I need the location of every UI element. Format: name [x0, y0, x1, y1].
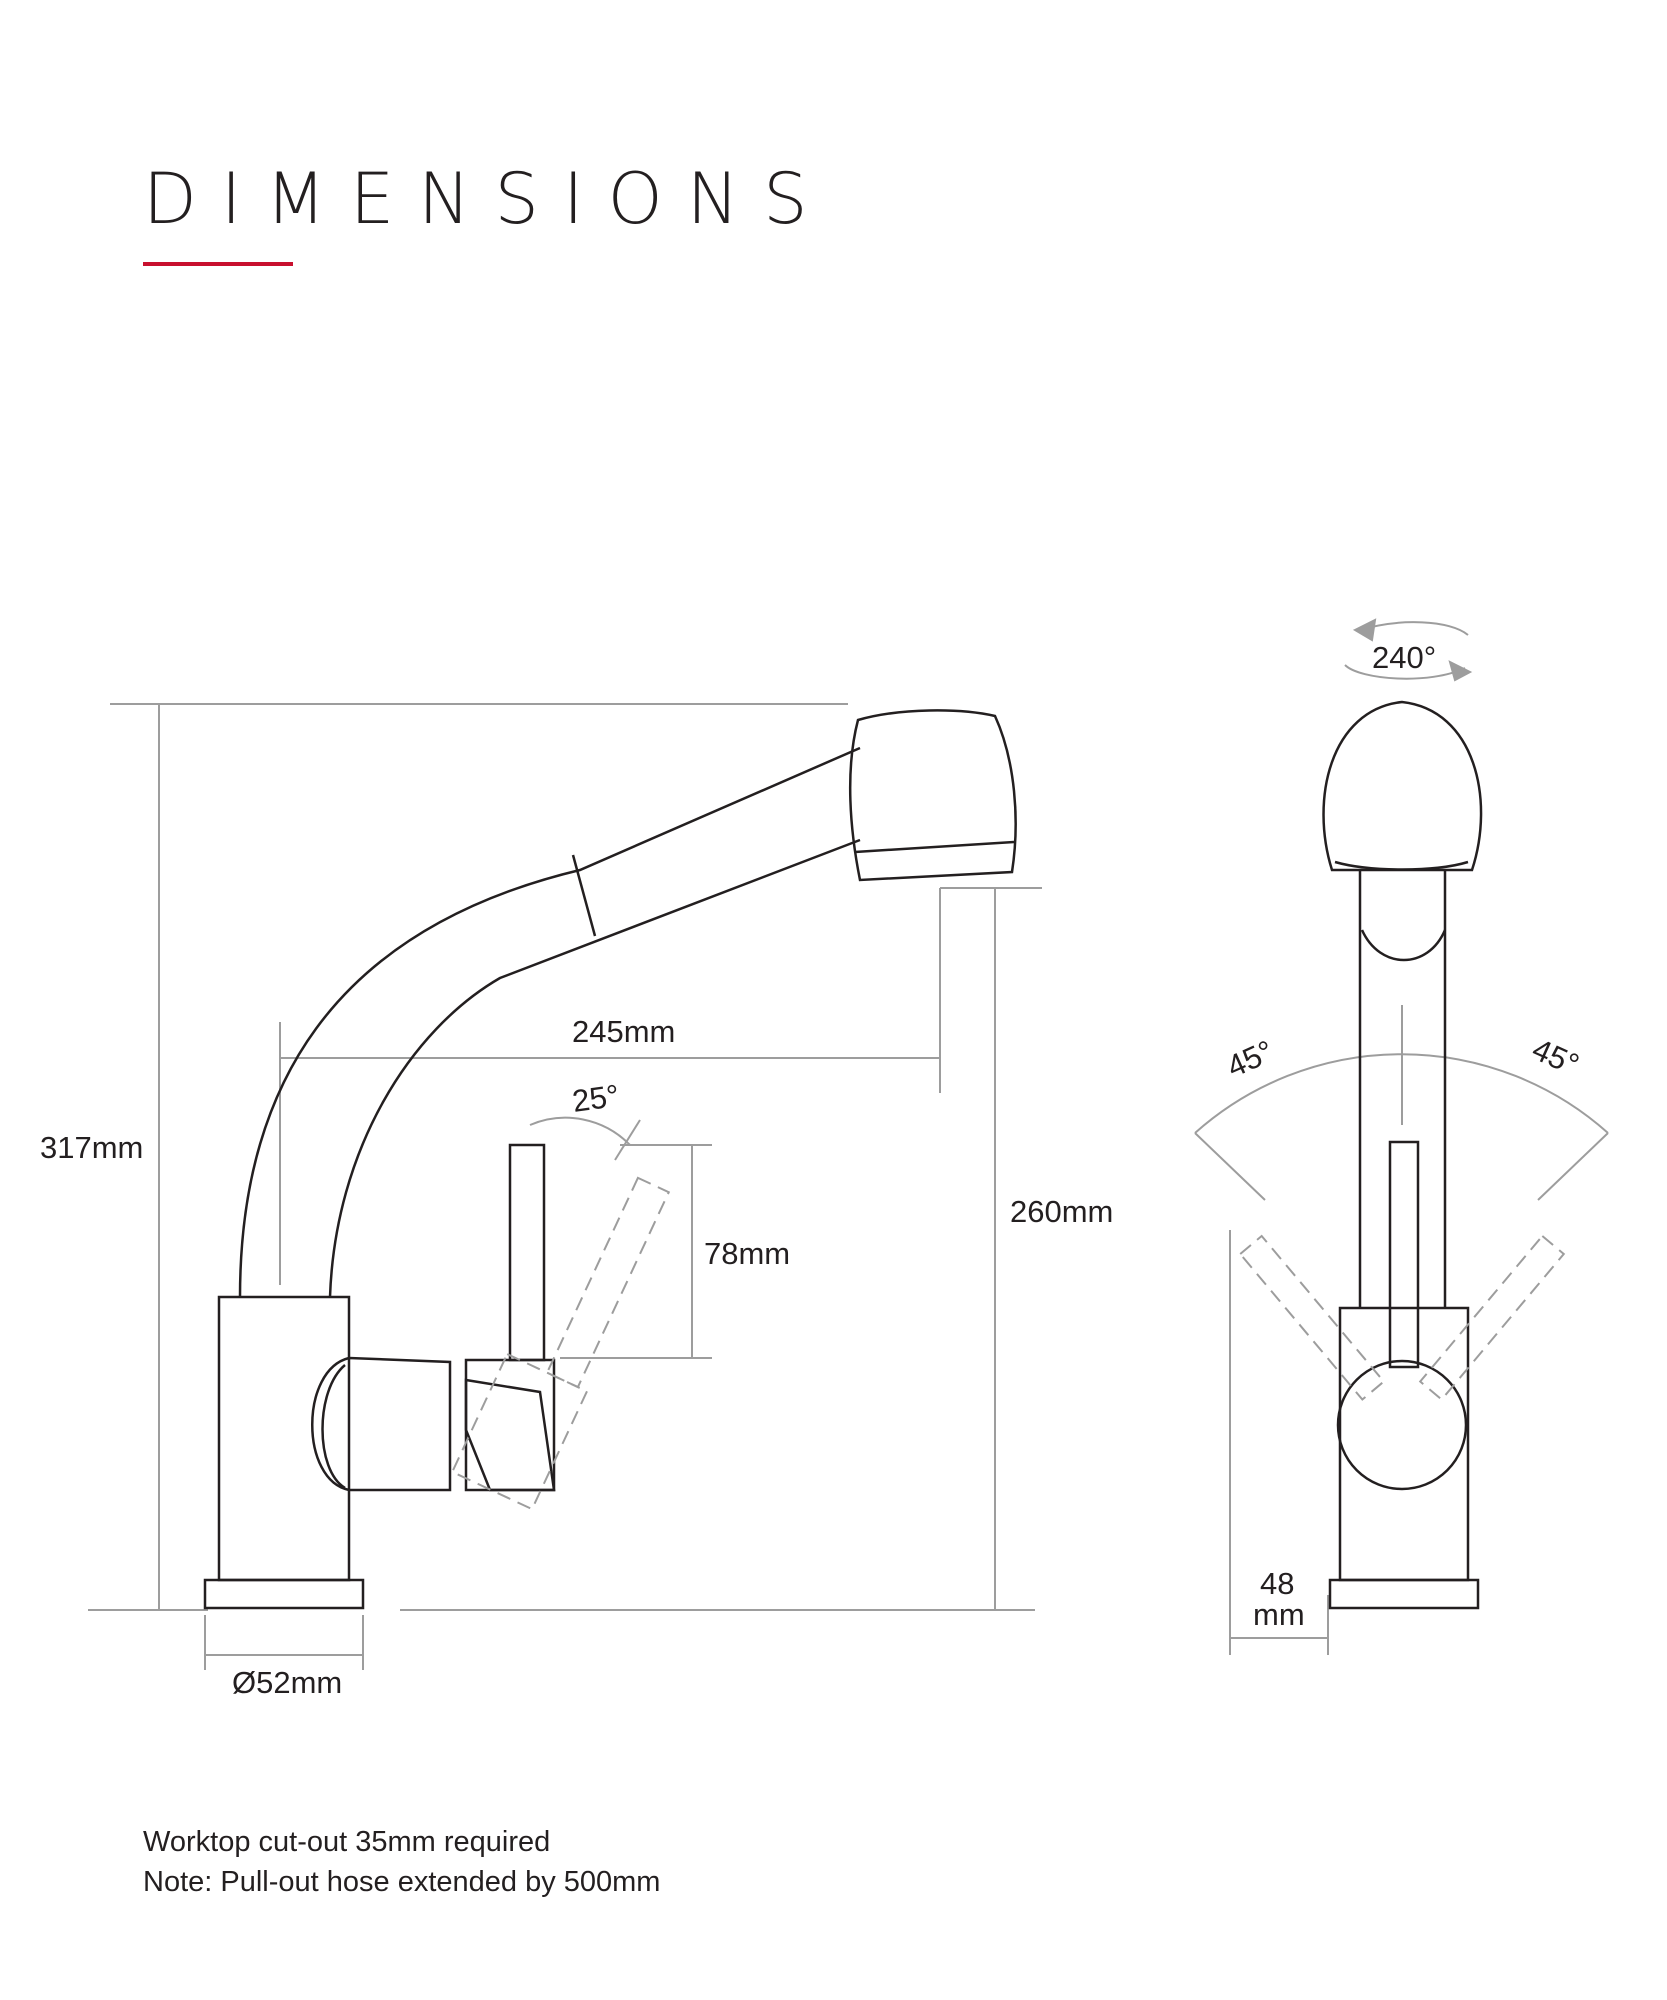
spray-head-band [854, 840, 1015, 854]
lever-housing [464, 1358, 556, 1492]
lever-tilted-outline [450, 1176, 671, 1511]
lever-angle-label: 25° [570, 1078, 621, 1119]
lever-hub [311, 1356, 452, 1492]
side-view-dimension-lines [88, 703, 1042, 1670]
base-plate [203, 1578, 365, 1610]
lever-side-angle-left-label: 45° [1222, 1033, 1279, 1084]
spout-height-label: 260mm [1010, 1194, 1113, 1229]
notes: Worktop cut-out 35mm required Note: Pull… [143, 1822, 660, 1902]
swing-ray-left [1194, 1132, 1266, 1201]
total-height-label: 317mm [40, 1130, 143, 1165]
spout-reach-label: 245mm [572, 1014, 675, 1049]
front-lever-handle [1388, 1140, 1420, 1369]
spout-outer-curve [238, 746, 861, 1298]
base-diameter-label: Ø52mm [232, 1665, 342, 1700]
lever-height-label: 78mm [704, 1236, 790, 1271]
title-accent-rule [143, 262, 293, 266]
front-base-width-value: 48 [1260, 1566, 1294, 1601]
front-neck-ring [1360, 929, 1447, 962]
swivel-arrow-head-left [1352, 618, 1377, 642]
lever-angle-arc [529, 1116, 631, 1146]
page-title: DIMENSIONS [143, 158, 832, 240]
swing-ray-right [1537, 1132, 1609, 1201]
lever-angle-ray [614, 1119, 641, 1161]
tap-body [217, 1295, 351, 1582]
front-spray-head [1322, 700, 1483, 872]
note-cutout: Worktop cut-out 35mm required [143, 1826, 551, 1858]
note-hose: Note: Pull-out hose extended by 500mm [143, 1866, 661, 1898]
front-lever-knob [1336, 1359, 1468, 1491]
front-base-plate [1328, 1578, 1480, 1610]
front-view-tap [1322, 700, 1483, 1610]
lever-cam [464, 1378, 556, 1492]
lever-swing-arc [1194, 1053, 1609, 1134]
front-lever-tilted-outline [1238, 1234, 1566, 1401]
spray-head [848, 709, 1017, 882]
lever-side-angle-right-label: 45° [1527, 1031, 1584, 1082]
hub-curve [321, 1364, 346, 1490]
spout-inner-curve [328, 838, 861, 1298]
swivel-arrow-top [1359, 621, 1469, 636]
swivel-angle-label: 240° [1372, 640, 1436, 675]
side-view-tap [203, 709, 1017, 1610]
swivel-arrow-head-right [1448, 660, 1473, 682]
front-spray-head-base [1334, 860, 1469, 871]
front-base-width-unit: mm [1253, 1597, 1305, 1632]
front-view-dimension-lines [1194, 618, 1609, 1655]
lever-handle [508, 1143, 546, 1362]
spout-joint [571, 854, 597, 937]
